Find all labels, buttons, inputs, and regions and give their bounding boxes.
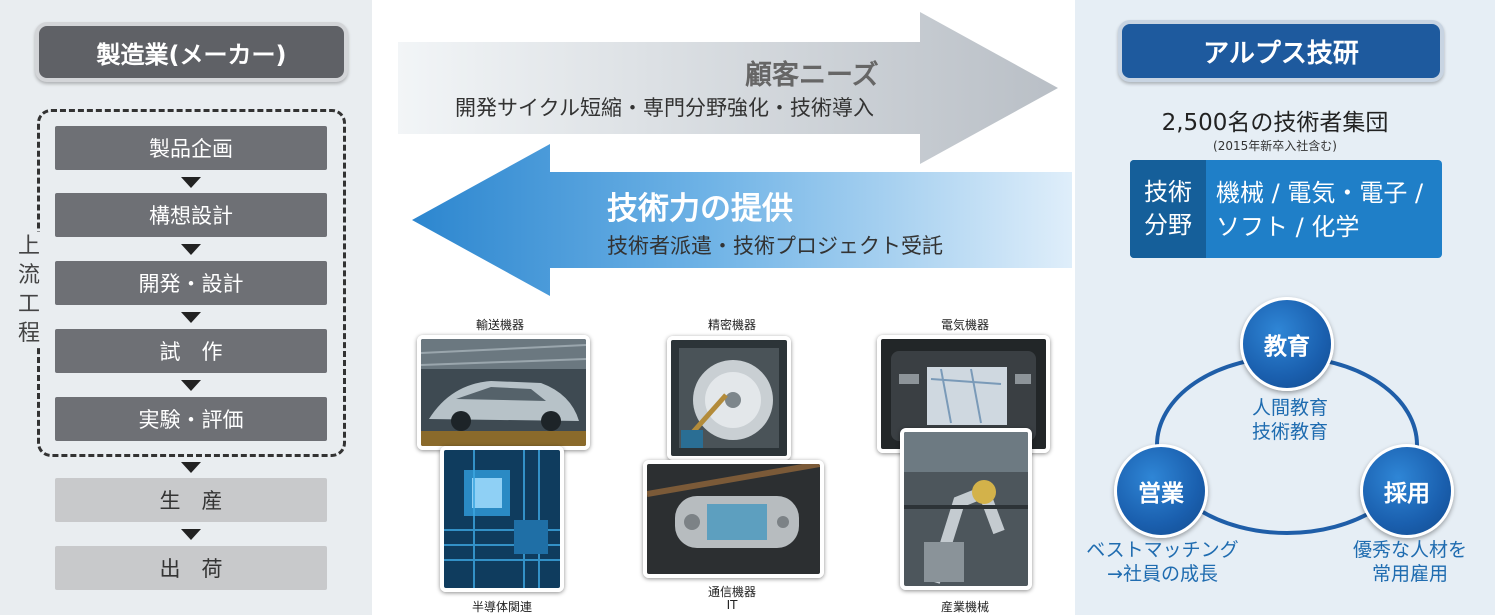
step-production: 生 産 (55, 478, 327, 522)
education-circle: 教育 (1240, 297, 1334, 391)
industry-label-electric: 電気機器 (940, 318, 989, 332)
precision-equipment-image (667, 336, 791, 460)
tech-fields-label: 技術 分野 (1130, 160, 1206, 258)
transport-equipment-image (417, 335, 590, 450)
maker-title: 製造業(メーカー) (35, 22, 348, 82)
down-arrow-icon (181, 312, 201, 323)
education-caption: 人間教育 技術教育 (1251, 397, 1328, 443)
step-prototype: 試 作 (55, 329, 327, 373)
industry-label-telecom: 通信機器 (707, 585, 756, 599)
engineer-group-text: 2,500名の技術者集団 (1161, 110, 1389, 136)
sales-caption: ベストマッチング →社員の成長 (1086, 539, 1239, 585)
down-arrow-icon (181, 244, 201, 255)
sales-circle: 営業 (1114, 444, 1208, 538)
tech-fields-values: 機械 / 電気・電子 / ソフト / 化学 (1216, 179, 1424, 241)
hiring-circle: 採用 (1360, 444, 1454, 538)
step-shipping: 出 荷 (55, 546, 327, 590)
exchange-arrows (398, 12, 1072, 296)
industry-label-semiconductor: 半導体関連 (471, 600, 532, 614)
down-arrow-icon (181, 177, 201, 188)
industry-label-industrial: 産業機械 (940, 600, 989, 614)
tech-supply-title: 技術力の提供 (607, 191, 793, 227)
down-arrow-icon (181, 529, 201, 540)
industry-label-precision: 精密機器 (707, 318, 756, 332)
step-development-design: 開発・設計 (55, 261, 327, 305)
hiring-caption: 優秀な人材を 常用雇用 (1352, 539, 1467, 585)
industry-label-transport: 輸送機器 (475, 318, 524, 332)
down-arrow-icon (181, 462, 201, 473)
tech-fields-box: 技術 分野 機械 / 電気・電子 / ソフト / 化学 (1130, 160, 1442, 258)
upstream-process-label: 上流工程 (14, 232, 44, 348)
industrial-machinery-image (900, 428, 1032, 590)
step-concept-design: 構想設計 (55, 193, 327, 237)
alps-title: アルプス技研 (1118, 20, 1444, 82)
step-testing-evaluation: 実験・評価 (55, 397, 327, 441)
supply-arrow (412, 144, 1072, 296)
semiconductor-image (440, 446, 564, 592)
down-arrow-icon (181, 380, 201, 391)
customer-needs-title: 顧客ニーズ (745, 60, 879, 91)
step-product-planning: 製品企画 (55, 126, 327, 170)
telecom-device-image (643, 460, 824, 578)
engineer-group-note: (2015年新卒入社含む) (1213, 139, 1337, 153)
customer-needs-subtitle: 開発サイクル短縮・専門分野強化・技術導入 (455, 96, 874, 120)
tech-supply-subtitle: 技術者派遣・技術プロジェクト受託 (607, 234, 943, 258)
industry-label-it: IT (726, 598, 738, 612)
needs-arrow (398, 12, 1058, 164)
